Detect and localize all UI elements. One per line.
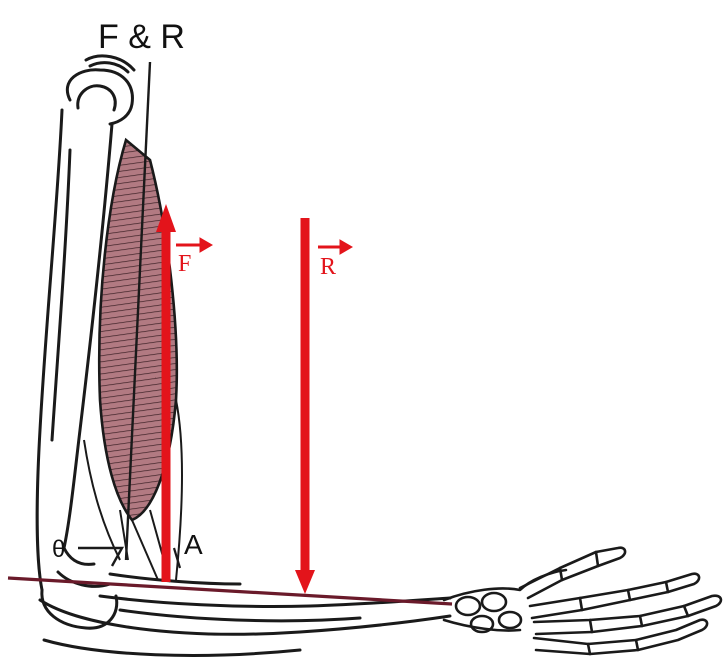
point-a-label: A — [184, 531, 203, 559]
vector-arrow-icon — [176, 238, 212, 252]
lever-line — [8, 578, 452, 604]
force-r-arrow — [295, 218, 315, 594]
force-r-label: R — [320, 255, 336, 279]
diagram-title: F & R — [98, 20, 185, 54]
hand-bones — [444, 548, 721, 654]
angle-label: θ — [52, 538, 65, 562]
vector-arrow-icon — [318, 240, 352, 254]
force-f-label: F — [178, 252, 191, 276]
